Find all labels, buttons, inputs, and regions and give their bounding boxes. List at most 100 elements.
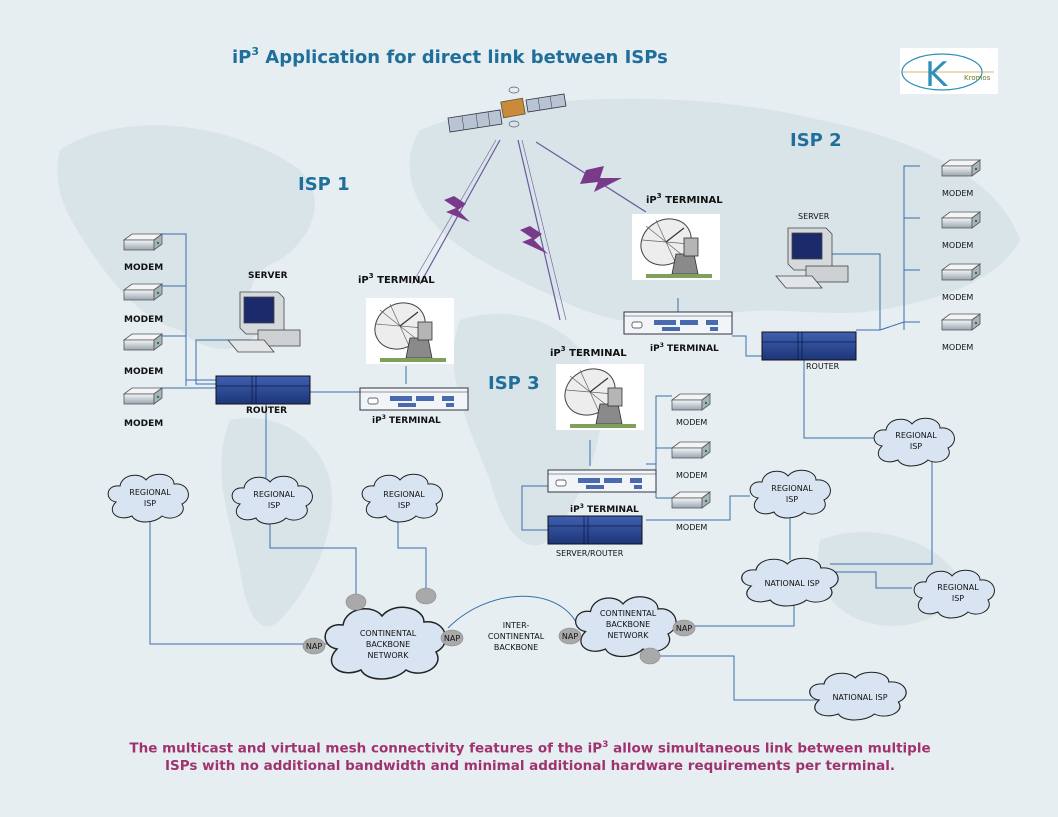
terminal-isp2: iP3 TERMINAL iP3 TERMINAL [623, 192, 733, 354]
server-router-label: SERVER/ROUTER [556, 549, 624, 558]
cloud-label-line1: REGIONAL [771, 484, 813, 493]
cloud-label-line1: REGIONAL [383, 490, 425, 499]
modem-label: MODEM [942, 241, 973, 250]
nap-node-3: NAP [558, 627, 582, 645]
router-isp2: ROUTER [761, 331, 857, 371]
isp-2-label: ISP 2 [790, 130, 842, 151]
cloud-regional-isp-6: REGIONAL ISP [913, 569, 995, 619]
terminal-title: iP3 TERMINAL [550, 345, 627, 359]
satellite-icon [447, 86, 567, 133]
inter-continental-line1: INTER- [503, 621, 530, 630]
modem-isp1-2: MODEM [123, 283, 163, 325]
modem-label: MODEM [676, 471, 707, 480]
terminal-box-label: iP3 TERMINAL [372, 414, 441, 426]
terminal-box-label: iP3 TERMINAL [570, 503, 639, 515]
cloud-label: NATIONAL ISP [764, 579, 819, 588]
page-title: iP3 Application for direct link between … [232, 45, 668, 68]
modem-isp2-4: MODEM [941, 313, 981, 352]
cloud-label-line1: REGIONAL [253, 490, 295, 499]
nap-label: NAP [306, 642, 322, 651]
terminal-isp3: iP3 TERMINAL iP3 TERMINAL [547, 345, 657, 515]
isp-1-network: MODEM MODEM MODEM MODEM SERVER ROUTER iP… [123, 233, 469, 478]
modem-label: MODEM [676, 523, 707, 532]
nap-label: NAP [444, 634, 460, 643]
terminal-title: iP3 TERMINAL [646, 192, 723, 206]
modem-isp3-1: MODEM [671, 393, 711, 427]
server-label: SERVER [798, 212, 830, 221]
router-isp1: ROUTER [215, 375, 311, 416]
cloud-label-line1: REGIONAL [895, 431, 937, 440]
kromos-logo: K Kromos [900, 48, 998, 95]
cloud-label-line2: ISP [910, 442, 922, 451]
terminal-box-label: iP3 TERMINAL [650, 342, 719, 354]
modem-isp3-2: MODEM [671, 441, 711, 480]
server-isp1: SERVER [227, 271, 301, 353]
backbone-connections [149, 460, 933, 701]
nap-node-4: NAP [672, 619, 696, 637]
terminal-isp1: iP3 TERMINAL iP3 TERMINAL [358, 272, 469, 426]
logo-letter: K [925, 55, 949, 95]
cloud-label-line2: ISP [144, 499, 156, 508]
inter-continental-line2: CONTINENTAL [488, 632, 545, 641]
cloud-regional-isp-3: REGIONAL ISP [361, 473, 443, 523]
inter-continental-line3: BACKBONE [494, 643, 538, 652]
caption-superscript: 3 [602, 740, 609, 750]
cloud-national-isp-1: NATIONAL ISP [741, 557, 839, 607]
modem-label: MODEM [942, 189, 973, 198]
cloud-label-line1: CONTINENTAL [600, 609, 657, 618]
caption: The multicast and virtual mesh connectiv… [40, 737, 1020, 775]
cloud-label-line1: REGIONAL [937, 583, 979, 592]
modem-isp2-1: MODEM [941, 159, 981, 198]
nap-nodes [345, 587, 661, 665]
modem-label: MODEM [942, 293, 973, 302]
isp-3-network: MODEM MODEM MODEM iP3 TERMINAL iP3 TERMI… [521, 345, 750, 558]
cloud-national-isp-2: NATIONAL ISP [809, 671, 907, 721]
caption-text: The multicast and virtual mesh connectiv… [129, 740, 603, 757]
modem-isp3-3: MODEM [671, 491, 711, 532]
world-map-background [57, 98, 1020, 627]
modem-label: MODEM [124, 315, 163, 325]
server-isp2: SERVER [775, 212, 849, 289]
isp-1-label: ISP 1 [298, 174, 350, 195]
server-router-isp3: SERVER/ROUTER [547, 515, 643, 558]
title-superscript: 3 [251, 45, 259, 58]
cloud-continental-backbone-2: CONTINENTAL BACKBONE NETWORK [575, 596, 677, 658]
cloud-regional-isp-1: REGIONAL ISP [107, 473, 189, 523]
modem-isp2-2: MODEM [941, 211, 981, 250]
title-text: Application for direct link between ISPs [259, 47, 668, 68]
cloud-regional-isp-4: REGIONAL ISP [749, 469, 831, 519]
nap-label: NAP [562, 632, 578, 641]
cloud-regional-isp-2: REGIONAL ISP [231, 475, 313, 525]
modem-isp1-3: MODEM [123, 333, 163, 377]
cloud-label-line3: NETWORK [368, 651, 410, 660]
cloud-label-line2: ISP [398, 501, 410, 510]
modem-isp1-4: MODEM [123, 387, 163, 429]
logo-name: Kromos [964, 74, 991, 82]
caption-line-1: The multicast and virtual mesh connectiv… [40, 737, 1020, 758]
cloud-label-line3: NETWORK [608, 631, 650, 640]
title-prefix: iP [232, 47, 251, 68]
terminal-title: iP3 TERMINAL [358, 272, 435, 286]
cloud-label-line2: ISP [268, 501, 280, 510]
cloud-label-line1: REGIONAL [129, 488, 171, 497]
caption-text: allow simultaneous link between multiple [608, 740, 931, 757]
caption-line-2: ISPs with no additional bandwidth and mi… [165, 757, 895, 774]
isp-3-label: ISP 3 [488, 373, 540, 394]
cloud-continental-backbone-1: CONTINENTAL BACKBONE NETWORK [324, 606, 447, 680]
inter-continental-label: INTER- CONTINENTAL BACKBONE [488, 621, 545, 652]
cloud-label-line2: ISP [786, 495, 798, 504]
isp-2-network: MODEM MODEM MODEM MODEM SERVER ROUTER iP… [623, 159, 981, 439]
modem-label: MODEM [676, 418, 707, 427]
modem-isp1-1: MODEM [123, 233, 163, 273]
cloud-regional-isp-5: REGIONAL ISP [873, 417, 955, 467]
server-label: SERVER [248, 271, 288, 281]
modem-label: MODEM [124, 367, 163, 377]
cloud-label-line2: BACKBONE [606, 620, 650, 629]
nap-label: NAP [676, 624, 692, 633]
cloud-label-line1: CONTINENTAL [360, 629, 417, 638]
nap-node-1: NAP [302, 637, 326, 655]
modem-label: MODEM [942, 343, 973, 352]
cloud-label-line2: ISP [952, 594, 964, 603]
